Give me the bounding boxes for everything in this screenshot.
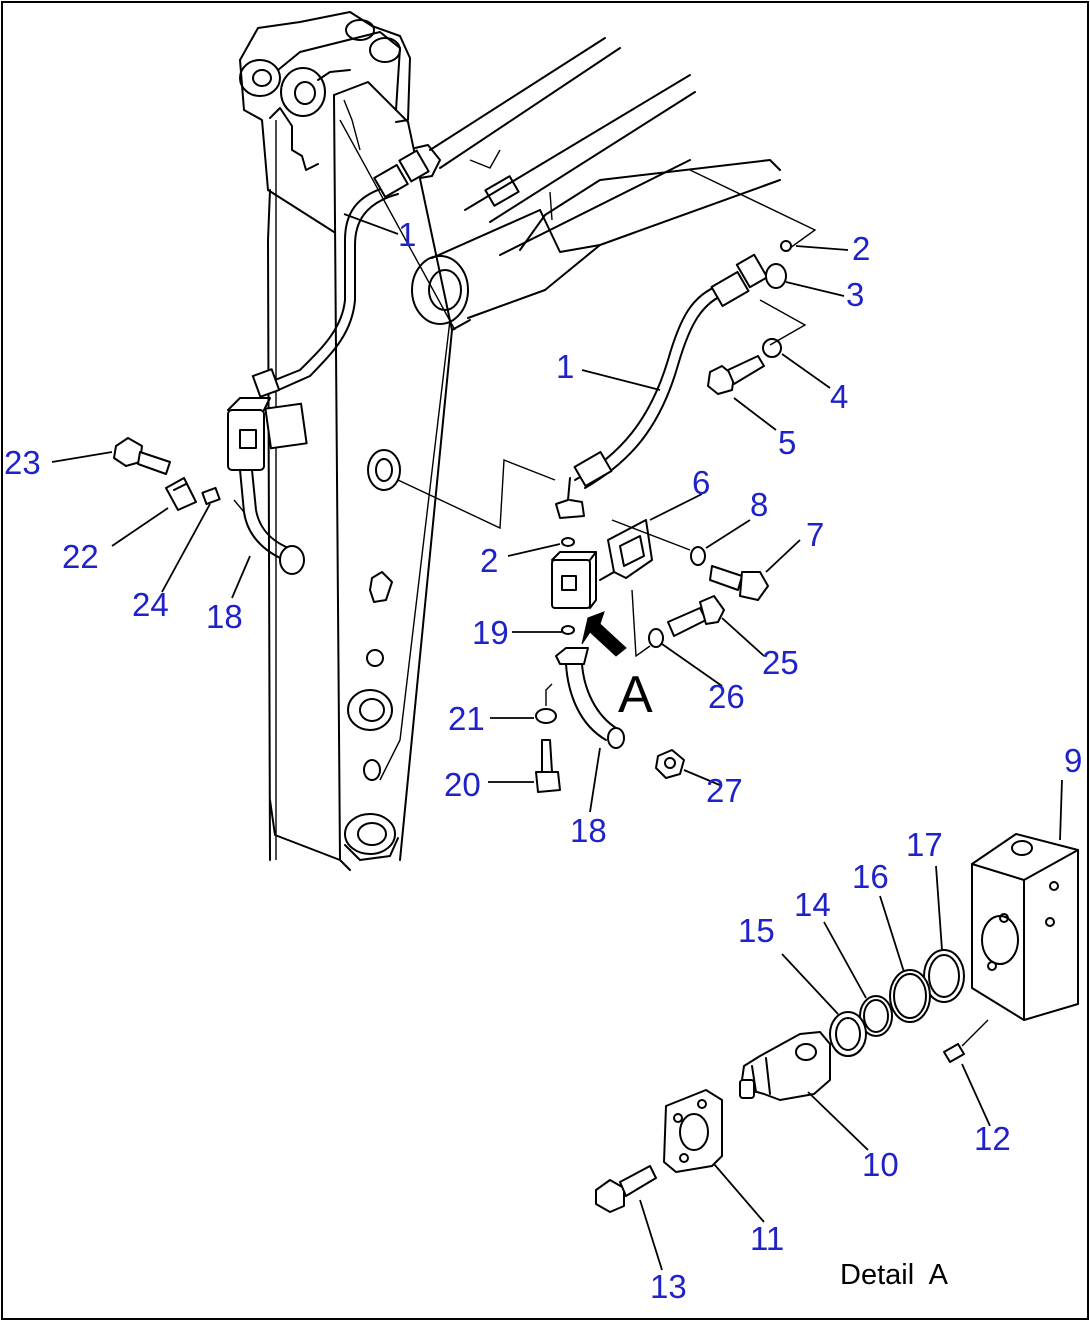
callout-4: 4 <box>830 378 848 415</box>
callout-21: 21 <box>448 700 485 737</box>
callout-26: 26 <box>708 678 745 715</box>
arm-structure <box>239 11 781 871</box>
washer-4 <box>762 338 782 358</box>
bolt-5 <box>707 355 765 395</box>
callout-16: 16 <box>852 858 889 895</box>
callout-1-middle: 1 <box>556 348 574 385</box>
callout-1-upper: 1 <box>398 216 416 253</box>
callout-20: 20 <box>444 766 481 803</box>
callout-2-lower: 2 <box>480 542 498 579</box>
flange-3 <box>765 263 787 289</box>
callout-23: 23 <box>4 444 41 481</box>
callout-12: 12 <box>974 1120 1011 1157</box>
callout-5: 5 <box>778 424 796 461</box>
callout-18-lower: 18 <box>570 812 607 849</box>
callout-13: 13 <box>650 1268 687 1305</box>
callout-15: 15 <box>738 912 775 949</box>
callout-19: 19 <box>472 614 509 651</box>
callout-labels: 1 1 2 2 3 4 5 6 7 8 9 10 11 12 13 14 15 … <box>4 216 1082 1305</box>
callout-17: 17 <box>906 826 943 863</box>
callout-2-upper: 2 <box>852 230 870 267</box>
callout-14: 14 <box>794 886 831 923</box>
callout-18-left: 18 <box>206 598 243 635</box>
callout-7: 7 <box>806 516 824 553</box>
detail-caption: Detail A <box>840 1259 949 1291</box>
callout-22: 22 <box>62 538 99 575</box>
callout-25: 25 <box>762 644 799 681</box>
callout-27: 27 <box>706 772 743 809</box>
valve-assembly <box>397 458 769 793</box>
callout-8: 8 <box>750 486 768 523</box>
hose-1-upper <box>251 144 441 398</box>
detail-a-group <box>595 833 1079 1213</box>
fitting-block-on-arm <box>227 397 308 575</box>
callout-11: 11 <box>750 1220 784 1257</box>
callout-3: 3 <box>846 276 864 313</box>
callout-9: 9 <box>1064 742 1082 779</box>
left-bolt-group <box>113 437 245 513</box>
hose-1-middle <box>555 253 769 519</box>
callout-10: 10 <box>862 1146 899 1183</box>
callout-24: 24 <box>132 586 169 623</box>
o-ring-2-top <box>780 240 792 252</box>
view-marker-a: A <box>618 666 653 724</box>
leader-lines <box>51 213 1063 1271</box>
callout-6: 6 <box>692 464 710 501</box>
